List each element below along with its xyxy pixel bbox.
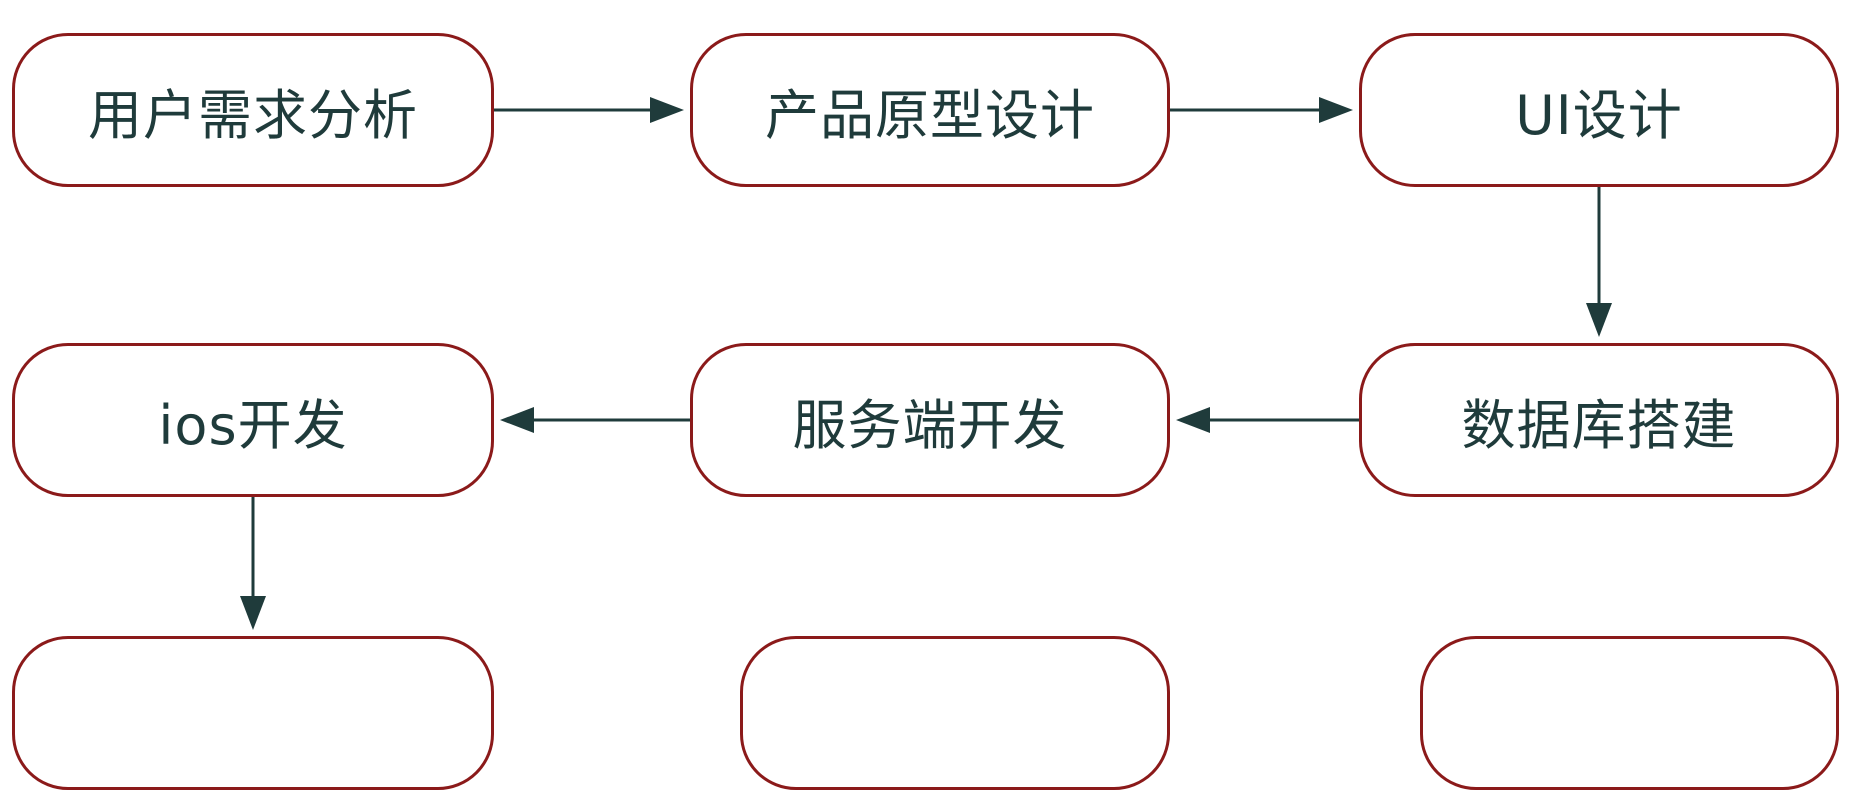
node-label: 用户需求分析 (88, 83, 418, 147)
node-row3-middle-partial (740, 636, 1170, 790)
node-ios-development: ios开发 (12, 343, 494, 497)
node-label: UI设计 (1515, 83, 1683, 147)
arrowhead-n4-to-n7 (240, 596, 266, 630)
node-user-requirements-analysis: 用户需求分析 (12, 33, 494, 187)
node-database-setup: 数据库搭建 (1359, 343, 1839, 497)
connectors-layer (240, 97, 1612, 630)
arrowhead-n3-to-n6 (1586, 303, 1612, 337)
node-label: 产品原型设计 (765, 83, 1095, 147)
arrowhead-n2-to-n3 (1319, 97, 1353, 123)
edge-group (240, 97, 1612, 630)
node-label: 数据库搭建 (1461, 393, 1737, 457)
node-product-prototype-design: 产品原型设计 (690, 33, 1170, 187)
node-label: 服务端开发 (792, 393, 1068, 457)
arrowhead-n5-to-n4 (500, 407, 534, 433)
node-ui-design: UI设计 (1359, 33, 1839, 187)
flow-diagram: 用户需求分析 产品原型设计 UI设计 ios开发 服务端开发 数据库搭建 (12, 33, 1839, 790)
node-server-development: 服务端开发 (690, 343, 1170, 497)
node-row3-left-partial (12, 636, 494, 790)
arrowhead-n1-to-n2 (650, 97, 684, 123)
node-row3-right-partial (1420, 636, 1839, 790)
node-label: ios开发 (158, 393, 348, 457)
arrowhead-n6-to-n5 (1176, 407, 1210, 433)
